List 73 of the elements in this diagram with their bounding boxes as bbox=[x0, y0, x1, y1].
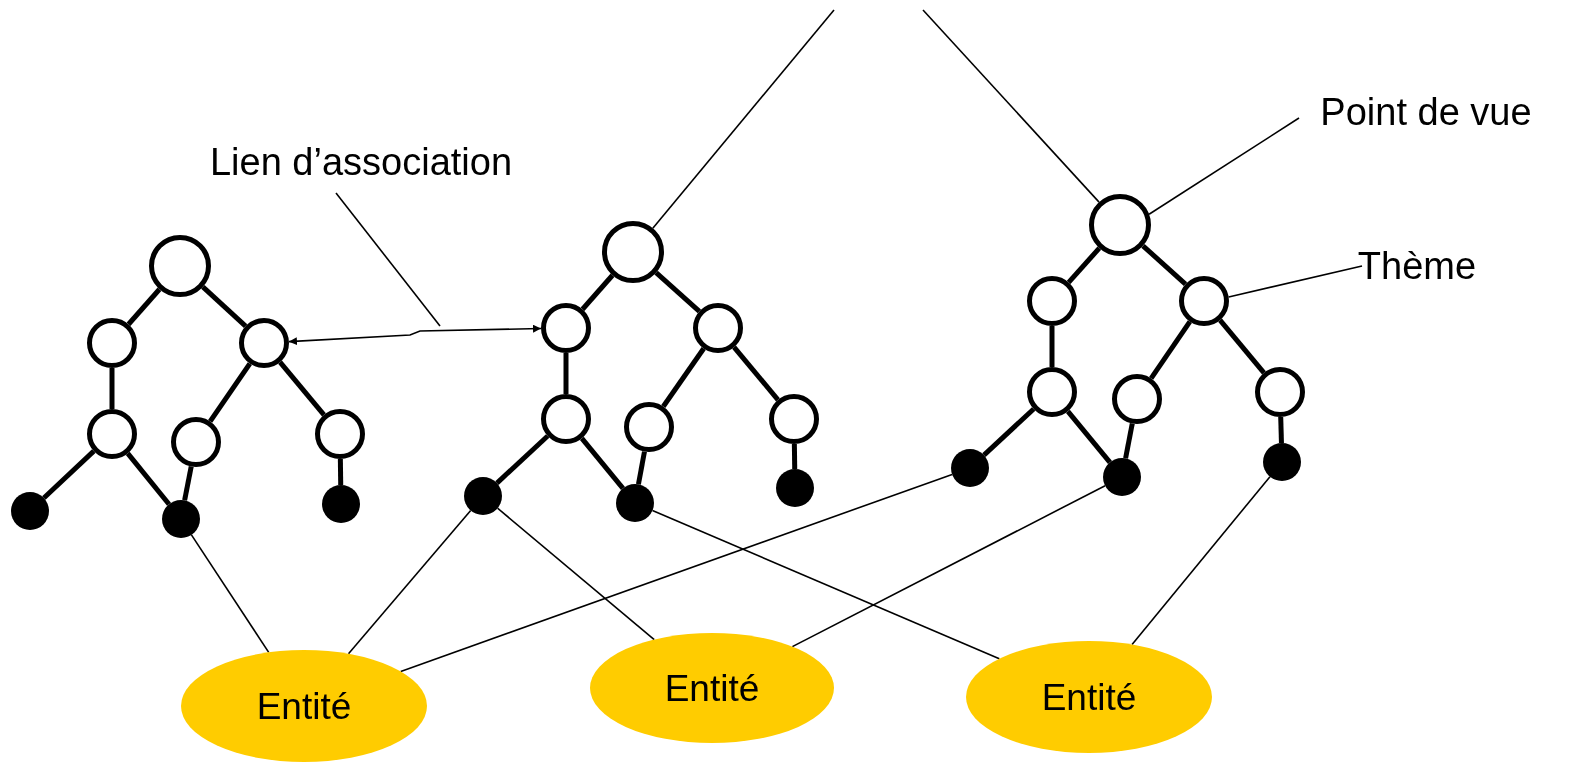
tree-branch bbox=[1278, 416, 1284, 444]
link-line bbox=[1227, 265, 1363, 298]
tree-node-circle bbox=[602, 221, 664, 283]
tree-branch bbox=[654, 270, 702, 314]
filled-tree-node bbox=[162, 500, 200, 538]
tree-node-circle bbox=[1027, 367, 1077, 417]
tree-branch bbox=[278, 360, 326, 417]
filled-tree-node bbox=[464, 477, 502, 515]
link-line bbox=[496, 507, 655, 641]
tree-node-circle bbox=[693, 303, 743, 353]
label-text: Thème bbox=[1337, 242, 1497, 290]
filled-tree-node bbox=[951, 449, 989, 487]
link-line bbox=[651, 509, 1001, 660]
tree-branch bbox=[42, 449, 96, 500]
link-line bbox=[190, 534, 270, 654]
link-line bbox=[922, 9, 1100, 203]
tree-branch bbox=[1049, 326, 1055, 367]
tree-node-circle bbox=[769, 394, 819, 444]
tree-branch bbox=[126, 287, 162, 326]
filled-tree-node bbox=[776, 469, 814, 507]
tree-branch bbox=[109, 368, 115, 409]
link-line bbox=[791, 484, 1106, 648]
link-line bbox=[347, 509, 472, 655]
tree-branch bbox=[1066, 246, 1102, 285]
tree-branch bbox=[791, 443, 798, 470]
tree-branch bbox=[579, 436, 625, 490]
tree-node-circle bbox=[239, 318, 289, 368]
tree-node-circle bbox=[1027, 276, 1077, 326]
tree-branch bbox=[580, 273, 615, 311]
link-line bbox=[652, 9, 835, 229]
link-line bbox=[1131, 475, 1271, 646]
tree-branch bbox=[125, 451, 171, 506]
tree-node-circle bbox=[171, 417, 221, 467]
tree-branch bbox=[1218, 318, 1266, 375]
link-line bbox=[1148, 117, 1300, 216]
tree-branch bbox=[495, 434, 550, 485]
tree-node-circle bbox=[541, 394, 591, 444]
tree-branch bbox=[1123, 423, 1135, 459]
tree-branch bbox=[636, 451, 647, 485]
tree-node-circle bbox=[541, 303, 591, 353]
tree-branch bbox=[563, 353, 569, 394]
filled-tree-node bbox=[616, 484, 654, 522]
filled-tree-node bbox=[1263, 443, 1301, 481]
tree-branch bbox=[182, 466, 194, 501]
label-text: Point de vue bbox=[1291, 88, 1561, 136]
association-arrow bbox=[288, 324, 542, 346]
tree-branch bbox=[661, 347, 706, 408]
label-text: Lien d’association bbox=[166, 138, 556, 186]
filled-tree-node bbox=[1103, 458, 1141, 496]
tree-branch bbox=[982, 407, 1036, 457]
link-line bbox=[335, 192, 441, 327]
entity-label: Entité bbox=[664, 669, 760, 707]
tree-branch bbox=[337, 458, 344, 486]
tree-node-circle bbox=[87, 409, 137, 459]
tree-node-circle bbox=[1112, 374, 1162, 424]
tree-node-circle bbox=[315, 409, 365, 459]
tree-node-circle bbox=[149, 235, 211, 297]
tree-branch bbox=[201, 285, 248, 328]
tree-node-circle bbox=[1089, 194, 1151, 256]
tree-branch bbox=[1141, 243, 1188, 287]
tree-node-circle bbox=[624, 402, 674, 452]
filled-tree-node bbox=[322, 485, 360, 523]
link-line bbox=[399, 473, 953, 673]
filled-tree-node bbox=[11, 492, 49, 530]
tree-branch bbox=[1065, 409, 1112, 464]
tree-node-circle bbox=[1179, 276, 1229, 326]
entity-label: Entité bbox=[1041, 678, 1137, 716]
entity-label: Entité bbox=[256, 687, 352, 725]
tree-node-circle bbox=[87, 318, 137, 368]
tree-branch bbox=[1149, 320, 1192, 380]
tree-node-circle bbox=[1255, 367, 1305, 417]
tree-branch bbox=[208, 362, 252, 423]
tree-branch bbox=[732, 345, 780, 402]
